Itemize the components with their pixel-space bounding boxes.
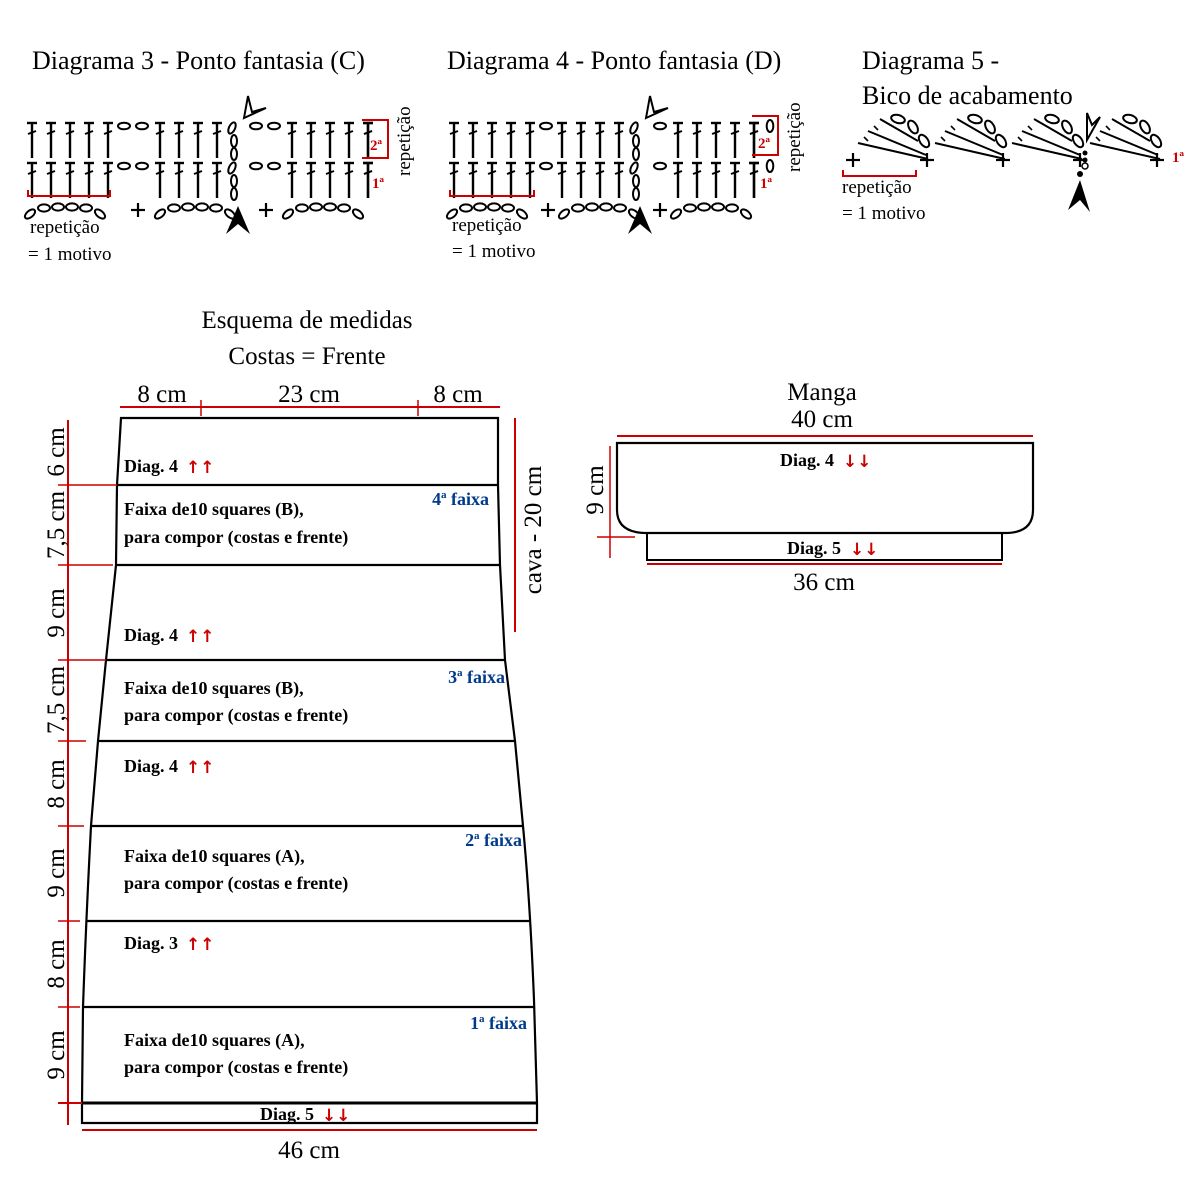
svg-text:Faixa de10 squares (A),: Faixa de10 squares (A), — [124, 846, 305, 867]
sleeve-cuff-outline — [646, 532, 1003, 561]
dim-label: 9 cm — [43, 848, 70, 898]
up-arrows-icon: ↑↑ — [186, 627, 215, 647]
repeat-note: = 1 motivo — [452, 241, 536, 262]
dim-label: 8 cm — [43, 759, 70, 809]
faixa-label: 2ª faixa — [465, 830, 522, 850]
diagram-4-row-1 — [449, 159, 775, 201]
section-faixa-4: Faixa de10 squares (B), para compor (cos… — [124, 489, 489, 548]
diagram-4-row-2 — [449, 119, 775, 161]
sleeve-bottom-dim: 36 cm — [793, 569, 855, 596]
sleeve-height-dim: 9 cm — [582, 465, 609, 515]
faixa-label: 3ª faixa — [448, 667, 505, 687]
faixa-label: 1ª faixa — [470, 1013, 527, 1033]
row-repeat-bracket — [362, 119, 389, 159]
section-faixa-3: Faixa de10 squares (B), para compor (cos… — [124, 667, 505, 726]
sleeve-title: Manga — [787, 379, 856, 406]
diagram-3-title: Diagrama 3 - Ponto fantasia (C) — [32, 46, 365, 75]
svg-text:Faixa de10 squares (B),: Faixa de10 squares (B), — [124, 499, 304, 520]
row-2-label: 2ª — [370, 138, 383, 154]
left-dimension-labels: 6 cm 7,5 cm 9 cm 7,5 cm 8 cm 9 cm 8 cm 9… — [43, 427, 70, 1080]
repeat-label: repetição — [30, 217, 100, 238]
repeat-bracket — [27, 190, 111, 197]
diagram-3: Diagrama 3 - Ponto fantasia (C) — [22, 46, 415, 265]
diagram-4-title: Diagrama 4 - Ponto fantasia (D) — [447, 46, 781, 75]
svg-text:para compor (costas e frente): para compor (costas e frente) — [124, 705, 348, 726]
repeat-note: = 1 motivo — [842, 203, 926, 224]
side-repeat-label: repetição — [394, 106, 415, 176]
row-1-label: 1ª — [760, 176, 773, 192]
repeat-bracket — [449, 190, 535, 197]
section-diag4-top: Diag. 4 ↑↑ — [124, 456, 215, 478]
bottom-dim: 46 cm — [278, 1137, 340, 1164]
dim-label: 7,5 cm — [43, 665, 70, 734]
neck-dim: 23 cm — [278, 381, 340, 408]
svg-text:para compor (costas e frente): para compor (costas e frente) — [124, 1057, 348, 1078]
dim-label: 9 cm — [43, 1030, 70, 1080]
schema-subtitle: Costas = Frente — [228, 343, 385, 370]
section-diag4-low: Diag. 4 ↑↑ — [124, 756, 215, 778]
armhole-dim: cava - 20 cm — [520, 465, 547, 594]
end-arrow-icon — [645, 95, 669, 119]
section-diag4-mid: Diag. 4 ↑↑ — [124, 625, 215, 647]
shoulder-left-dim: 8 cm — [137, 381, 187, 408]
faixa-label: 4ª faixa — [432, 489, 489, 509]
svg-text:Faixa de10 squares (A),: Faixa de10 squares (A), — [124, 1030, 305, 1051]
repeat-bracket — [842, 170, 917, 177]
up-arrows-icon: ↑↑ — [186, 935, 215, 955]
row-1-label: 1ª — [1172, 150, 1185, 166]
start-arrow-icon — [1068, 180, 1090, 212]
dim-label: 9 cm — [43, 588, 70, 638]
up-arrows-icon: ↑↑ — [186, 458, 215, 478]
sleeve-body-label: Diag. 4 — [780, 450, 834, 470]
row-1-label: 1ª — [372, 176, 385, 192]
svg-text:Diag. 4: Diag. 4 — [124, 625, 178, 645]
diagram-5-title-line2: Bico de acabamento — [862, 81, 1073, 110]
start-arrow-icon — [628, 206, 652, 234]
svg-text:Diag. 4: Diag. 4 — [124, 456, 178, 476]
schema-title: Esquema de medidas — [201, 307, 412, 334]
section-border-diag5: Diag. 5 ↓↓ — [260, 1104, 351, 1126]
svg-text:para compor (costas e frente): para compor (costas e frente) — [124, 873, 348, 894]
sleeve-cuff-label: Diag. 5 — [787, 538, 841, 558]
body-outline — [80, 416, 539, 1125]
section-faixa-1: Faixa de10 squares (A), para compor (cos… — [124, 1013, 527, 1078]
sleeve-schema: Manga 40 cm 9 cm Diag. 4 ↓↓ Diag. 5 ↓↓ 3… — [582, 379, 1035, 596]
down-arrows-icon: ↓↓ — [850, 540, 879, 560]
row-repeat-bracket — [752, 115, 779, 156]
end-arrow-icon — [243, 95, 267, 119]
side-repeat-label: repetição — [784, 102, 805, 172]
dim-label: 7,5 cm — [43, 490, 70, 559]
diagram-5-single-crochets — [844, 151, 1166, 169]
section-faixa-2: Faixa de10 squares (A), para compor (cos… — [124, 830, 522, 894]
svg-text:Diag. 3: Diag. 3 — [124, 933, 178, 953]
body-schema: Esquema de medidas Costas = Frente 8 cm … — [43, 307, 547, 1164]
dim-label: 6 cm — [43, 427, 70, 477]
shoulder-right-dim: 8 cm — [433, 381, 483, 408]
down-arrows-icon: ↓↓ — [843, 452, 872, 472]
repeat-label: repetição — [452, 215, 522, 236]
section-diag3: Diag. 3 ↑↑ — [124, 933, 215, 955]
diagram-4: Diagrama 4 - Ponto fantasia (D) — [444, 46, 805, 262]
diagram-5: Diagrama 5 - Bico de acabamento 1ª repet… — [842, 46, 1185, 224]
down-arrows-icon: ↓↓ — [322, 1106, 351, 1126]
sleeve-top-dim: 40 cm — [791, 406, 853, 433]
end-arrow-icon — [1086, 112, 1101, 144]
sleeve-body-outline — [615, 441, 1035, 535]
svg-text:para compor (costas e frente): para compor (costas e frente) — [124, 527, 348, 548]
repeat-note: = 1 motivo — [28, 244, 112, 265]
up-arrows-icon: ↑↑ — [186, 758, 215, 778]
svg-text:Diag. 5: Diag. 5 — [260, 1104, 314, 1124]
diagram-5-shells — [857, 112, 1165, 160]
svg-text:Faixa de10 squares (B),: Faixa de10 squares (B), — [124, 678, 304, 699]
dim-label: 8 cm — [43, 939, 70, 989]
row-2-label: 2ª — [758, 136, 771, 152]
svg-text:Diag. 4: Diag. 4 — [124, 756, 178, 776]
diagram-3-row-2 — [27, 120, 375, 161]
diagram-5-title-line1: Diagrama 5 - — [862, 46, 999, 75]
repeat-label: repetição — [842, 177, 912, 198]
diagram-3-row-1 — [27, 160, 375, 201]
